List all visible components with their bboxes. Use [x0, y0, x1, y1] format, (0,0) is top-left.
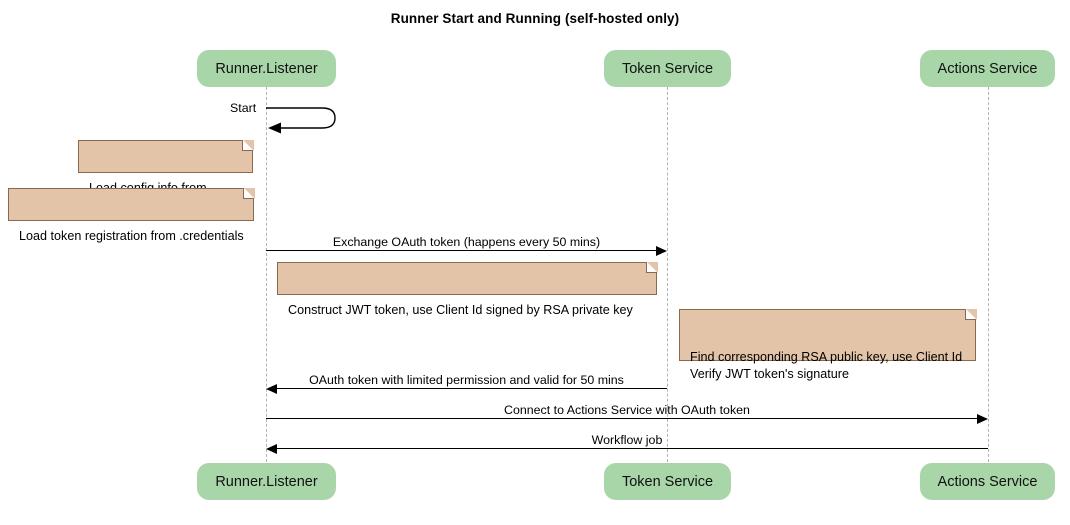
message-label-start: Start	[230, 101, 257, 115]
message-label-connect-actions: Connect to Actions Service with OAuth to…	[504, 403, 750, 417]
message-label-exchange-oauth: Exchange OAuth token (happens every 50 m…	[332, 235, 601, 249]
message-label-workflow-job: Workflow job	[591, 433, 663, 447]
lifeline-actions	[988, 87, 989, 462]
message-line-exchange-oauth[interactable]	[266, 250, 657, 251]
note-fold-corner-icon	[646, 262, 658, 273]
note-fold-corner-icon	[243, 188, 255, 199]
arrowhead-connect-actions	[977, 413, 988, 424]
participant-label: Runner.Listener	[215, 60, 318, 77]
participant-label: Actions Service	[937, 473, 1038, 490]
participant-label: Runner.Listener	[215, 473, 318, 490]
note-text: Load token registration from .credential…	[19, 229, 244, 243]
note-verify-jwt: Find corresponding RSA public key, use C…	[679, 309, 977, 381]
participant-runner-top[interactable]: Runner.Listener	[197, 50, 336, 87]
note-fold-corner-icon	[242, 140, 254, 151]
participant-actions-top[interactable]: Actions Service	[920, 50, 1055, 87]
message-line-connect-actions[interactable]	[266, 418, 977, 419]
participant-token-top[interactable]: Token Service	[604, 50, 731, 87]
self-message-start[interactable]	[265, 100, 345, 136]
message-line-oauth-return[interactable]	[277, 388, 667, 389]
note-load-token-registration: Load token registration from .credential…	[8, 188, 255, 243]
message-line-workflow-job[interactable]	[277, 448, 988, 449]
participant-token-bottom[interactable]: Token Service	[604, 463, 731, 500]
lifeline-token	[667, 87, 668, 462]
arrowhead-workflow-job	[266, 443, 277, 454]
participant-runner-bottom[interactable]: Runner.Listener	[197, 463, 336, 500]
participant-label: Token Service	[621, 473, 714, 490]
note-text: Construct JWT token, use Client Id signe…	[288, 303, 633, 317]
participant-actions-bottom[interactable]: Actions Service	[920, 463, 1055, 500]
lifeline-runner	[266, 87, 267, 462]
note-construct-jwt: Construct JWT token, use Client Id signe…	[277, 262, 658, 317]
participant-label: Actions Service	[937, 60, 1038, 77]
participant-label: Token Service	[621, 60, 714, 77]
page-title: Runner Start and Running (self-hosted on…	[390, 11, 680, 26]
note-load-config: Load config info from .runner	[78, 140, 254, 212]
arrowhead-exchange-oauth	[656, 245, 667, 256]
message-label-oauth-return: OAuth token with limited permission and …	[309, 373, 624, 387]
arrowhead-oauth-return	[266, 383, 277, 394]
note-fold-corner-icon	[965, 309, 977, 320]
note-text: Find corresponding RSA public key, use C…	[690, 350, 963, 381]
